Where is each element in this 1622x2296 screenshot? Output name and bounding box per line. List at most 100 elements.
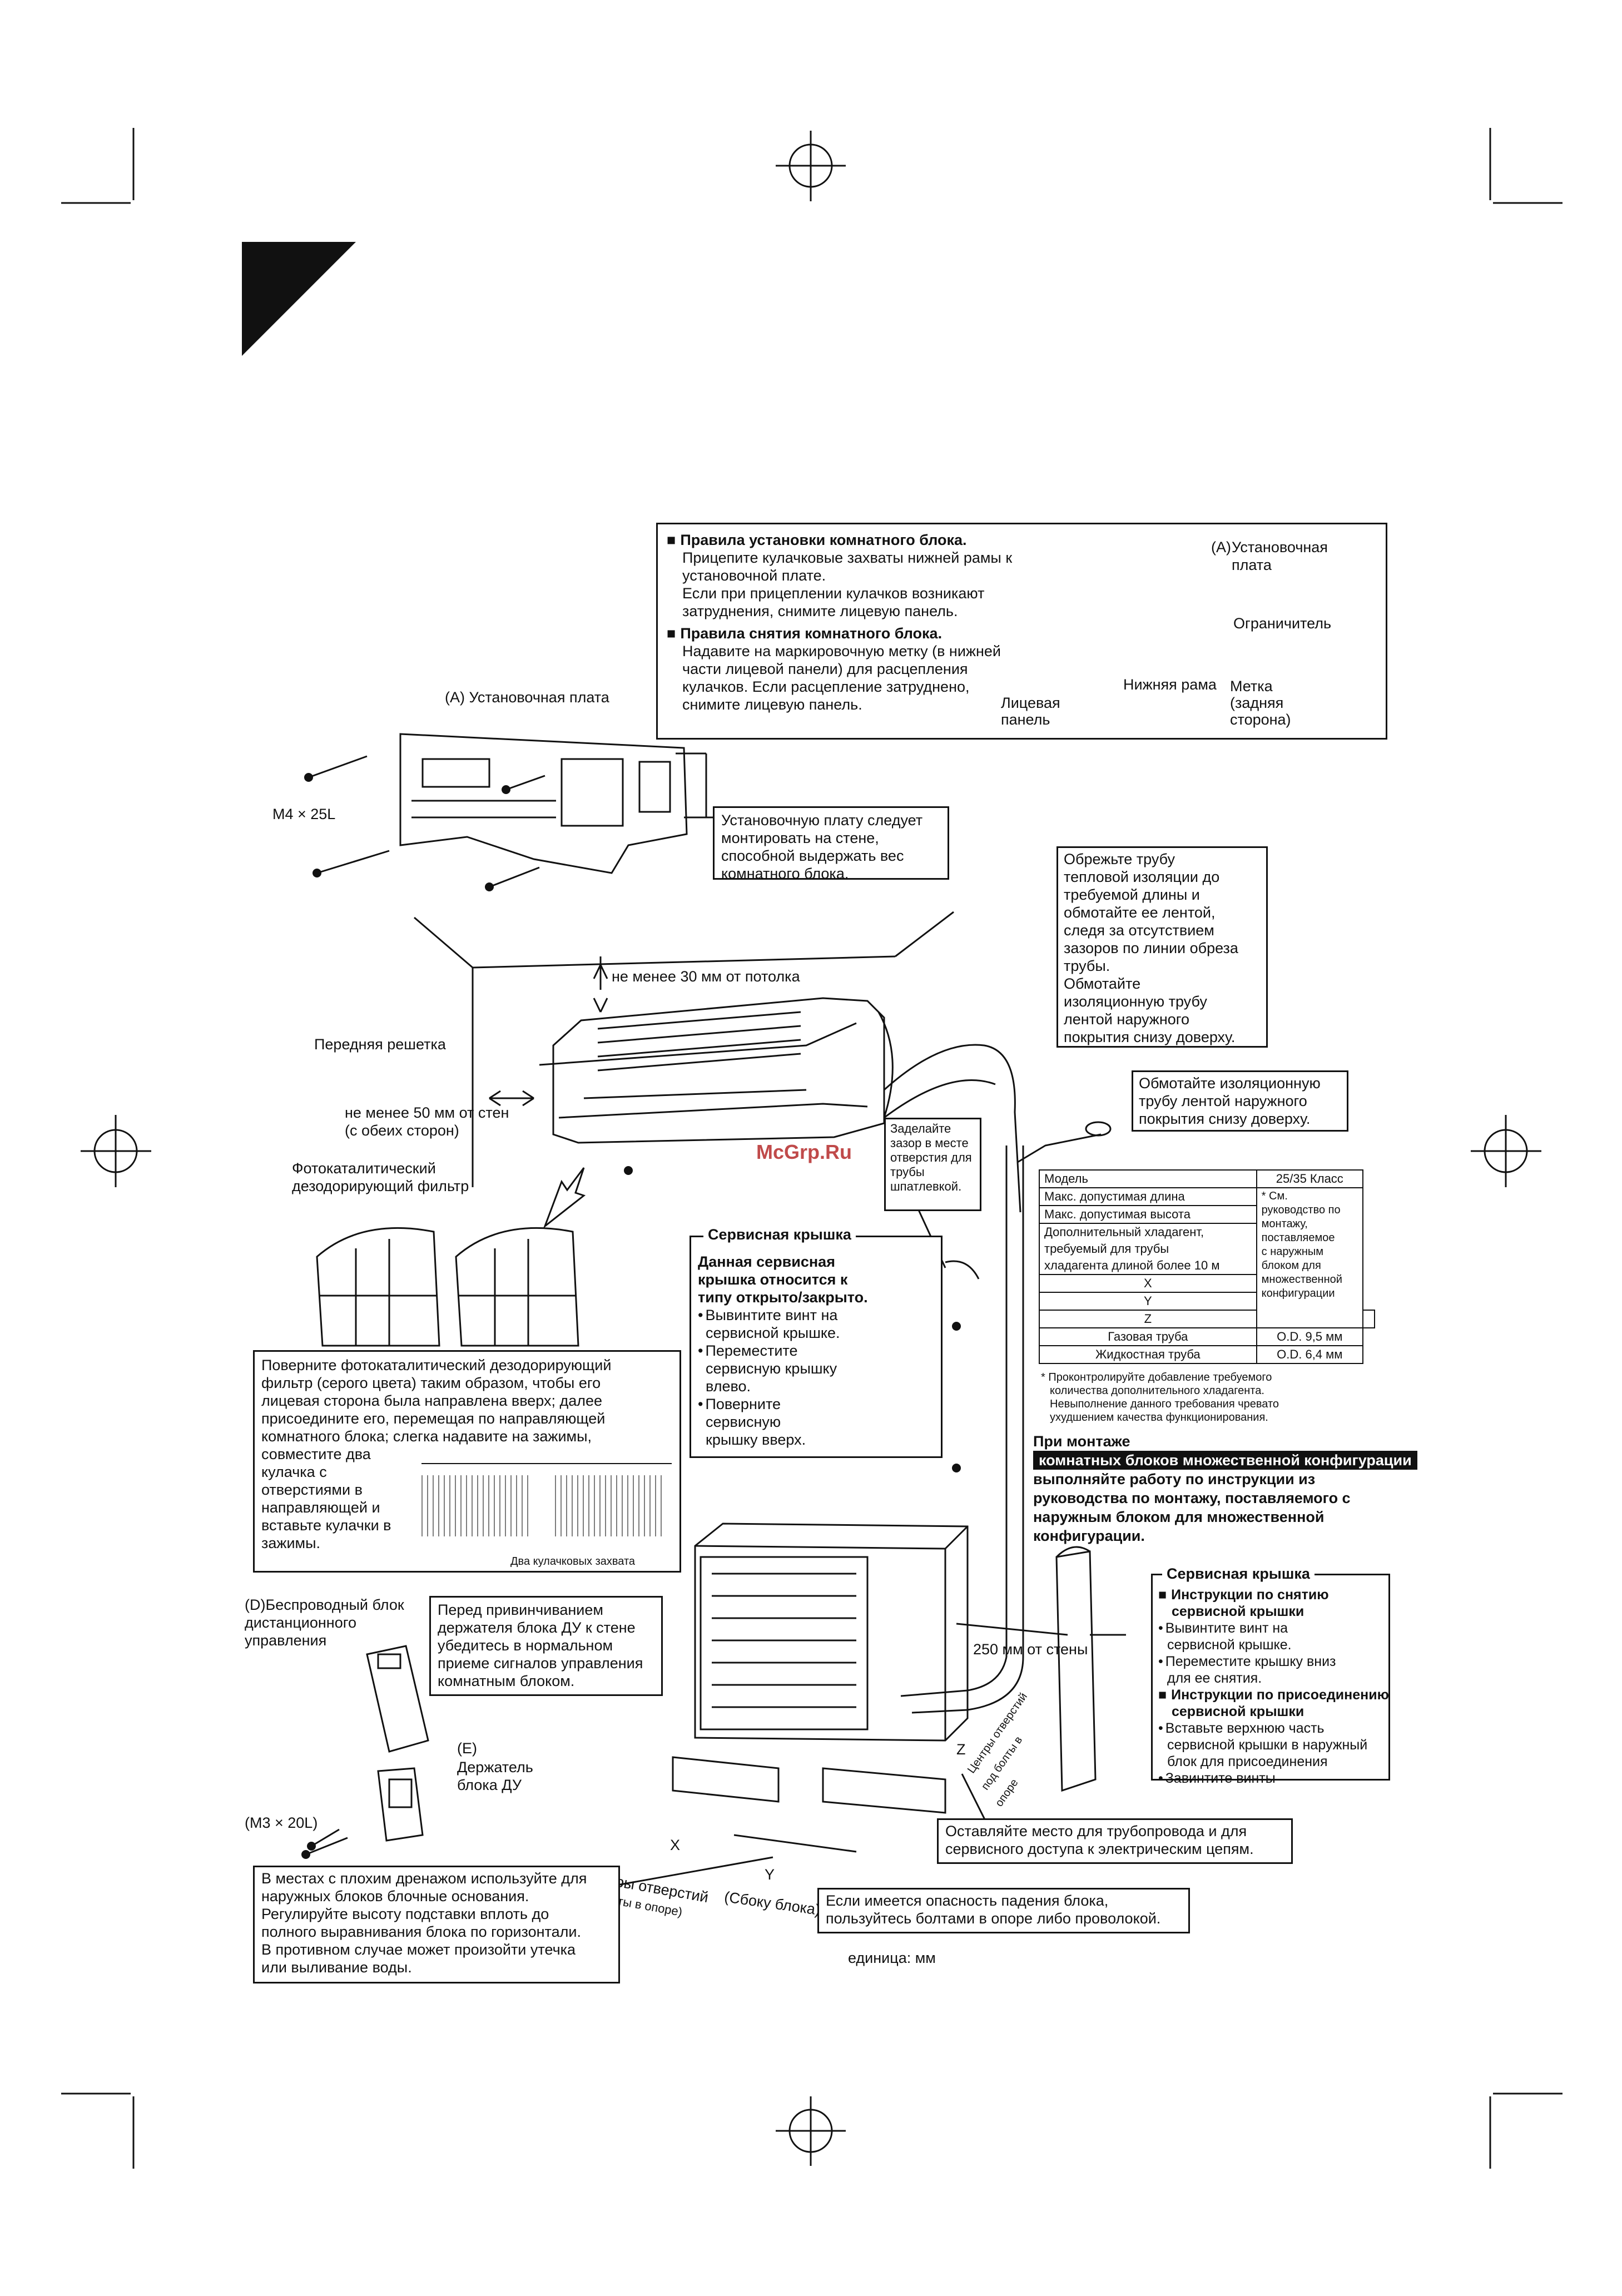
insulation-note-line: изоляционную трубу	[1064, 993, 1207, 1010]
putty-note-line: отверстия для	[890, 1151, 972, 1164]
remote-note-line: Перед привинчиванием	[438, 1601, 603, 1618]
outdoor-service-cover-title: Сервисная крышка	[1162, 1565, 1315, 1583]
drain-note-line: полного выравнивания блока по горизонтал…	[261, 1923, 581, 1940]
two-hooks-label: Два кулачковых захвата	[510, 1555, 636, 1568]
insulation-note-line: тепловой изоляции до	[1064, 869, 1220, 885]
cover-attach-title: сервисной крышки	[1172, 1704, 1304, 1719]
fall-note-line: пользуйтесь болтами в опоре либо проволо…	[826, 1910, 1161, 1927]
spec-value: O.D. 6,4 мм	[1256, 1345, 1363, 1364]
remote-note-line: держателя блока ДУ к стене	[438, 1619, 636, 1636]
mark-label-2: (задняя	[1230, 695, 1284, 711]
remote-label-2: дистанционного	[245, 1614, 356, 1631]
spec-label: Дополнительный хладагент,	[1039, 1223, 1257, 1241]
bottom-frame-label: Нижняя рама	[1123, 676, 1217, 693]
install-rules-box: Правила установки комнатного блока. Приц…	[656, 523, 1387, 740]
filter-note-line: лицевая сторона была направлена вверх; д…	[261, 1392, 603, 1409]
front-panel-label-2: панель	[1001, 711, 1050, 728]
install-rule-line: Если при прицеплении кулачков возникают	[682, 585, 985, 602]
spec-label: Макс. допустимая высота	[1039, 1205, 1257, 1224]
piping-drawing	[883, 1044, 1112, 1714]
remote-holder-label-2: блока ДУ	[457, 1777, 522, 1793]
insulation-note-line: требуемой длины и	[1064, 886, 1200, 903]
multi-config-highlight: комнатных блоков множественной конфигура…	[1033, 1451, 1417, 1470]
filter-note-line: направляющей и	[261, 1499, 380, 1516]
spec-footnote: * Проконтролируйте добавление требуемого…	[1041, 1371, 1279, 1424]
wall-gap-label: не менее 50 мм от стен	[345, 1104, 509, 1121]
insulation-note-line: лентой наружного	[1064, 1011, 1190, 1028]
wrap-note-line: Обмотайте изоляционную	[1139, 1075, 1321, 1092]
crop-marks	[61, 128, 1563, 2169]
spec-label: Y	[1039, 1292, 1257, 1311]
table-row: Z	[1039, 1310, 1376, 1328]
space-note-box: Оставляйте место для трубопровода и для …	[937, 1818, 1293, 1864]
install-rule-line: установочной плате.	[682, 567, 826, 584]
drain-note-box: В местах с плохим дренажом используйте д…	[253, 1866, 620, 1983]
remote-note-box: Перед привинчиванием держателя блока ДУ …	[429, 1596, 663, 1696]
insulation-note-line: зазоров по линии обреза	[1064, 940, 1238, 956]
removal-rule-line: Надавите на маркировочную метку (в нижне…	[682, 643, 1001, 659]
spec-value: O.D. 9,5 мм	[1256, 1327, 1363, 1346]
table-row: Y	[1039, 1292, 1375, 1311]
insulation-note-line: трубы.	[1064, 958, 1110, 974]
filter-note-line: отверстиями в	[261, 1481, 363, 1498]
service-cover-heading: Данная сервисная	[698, 1253, 835, 1270]
mounting-plate-fig-label: Установочная	[1232, 539, 1328, 556]
service-cover-step: крышку вверх.	[706, 1431, 806, 1448]
space-note-line: Оставляйте место для трубопровода и для	[945, 1823, 1247, 1839]
filter-note-line: комнатного блока; слегка надавите на заж…	[261, 1428, 592, 1445]
install-rule-title: Правила установки комнатного блока.	[667, 531, 1377, 549]
removal-rule-title: Правила снятия комнатного блока.	[667, 624, 1377, 642]
drain-note-line: или выливание воды.	[261, 1959, 412, 1976]
plate-note-box: Установочную плату следует монтировать н…	[713, 806, 949, 882]
spec-label: хладагента длиной более 10 м	[1039, 1257, 1257, 1275]
table-row: Макс. допустимая высота	[1039, 1205, 1375, 1224]
screw-m4-label: M4 × 25L	[272, 806, 336, 822]
putty-note-line: Заделайте	[890, 1122, 951, 1135]
removal-rule-line: снимите лицевую панель.	[682, 696, 862, 713]
plate-note-line: Установочную плату следует	[721, 812, 923, 829]
service-cover-step: влево.	[706, 1378, 751, 1395]
gap-250-label: 250 мм от стены	[973, 1641, 1088, 1658]
wall-gap-label-2: (с обеих сторон)	[345, 1122, 459, 1139]
filter-note-line: Поверните фотокаталитический дезодорирую…	[261, 1357, 612, 1373]
multi-config-line: выполняйте работу по инструкции из	[1033, 1471, 1316, 1487]
spec-label: Жидкостная труба	[1039, 1345, 1257, 1364]
putty-note-line: трубы	[890, 1165, 925, 1179]
unit-label: единица: мм	[848, 1950, 936, 1966]
cover-attach-step: Вставьте верхнюю часть	[1158, 1720, 1383, 1737]
fall-note-box: Если имеется опасность падения блока, по…	[817, 1888, 1190, 1933]
service-cover-box: Данная сервисная крышка относится к типу…	[690, 1236, 943, 1458]
service-cover-heading: типу открыто/закрыто.	[698, 1289, 868, 1306]
screw-m3-label: (M3 × 20L)	[245, 1814, 318, 1831]
cover-removal-title: Инструкции по снятию	[1158, 1586, 1383, 1603]
mark-label: Метка	[1230, 678, 1273, 695]
insulation-note-line: покрытия снизу доверху.	[1064, 1029, 1236, 1045]
multi-config-line: наружным блоком для множественной	[1033, 1509, 1325, 1525]
fall-note-line: Если имеется опасность падения блока,	[826, 1892, 1109, 1909]
filter-label: Фотокаталитический	[292, 1160, 436, 1177]
table-row: Макс. допустимая длина * См. руководство…	[1039, 1187, 1375, 1328]
spec-label: требуемый для трубы	[1039, 1241, 1257, 1257]
insulation-note-box: Обрежьте трубу тепловой изоляции до треб…	[1056, 846, 1268, 1048]
mounting-plate-label: (A) Установочная плата	[445, 689, 609, 706]
cover-attach-step: сервисной крышки в наружный	[1167, 1737, 1368, 1753]
service-cover-heading: крышка относится к	[698, 1271, 848, 1288]
plate-note-line: способной выдержать вес	[721, 847, 904, 864]
multi-config-line: конфигурации.	[1033, 1528, 1145, 1544]
filter-drawings	[316, 1167, 586, 1347]
cover-removal-step: для ее снятия.	[1167, 1670, 1262, 1686]
drain-note-line: наружных блоков блочные основания.	[261, 1888, 529, 1905]
filter-note-line: присоедините его, перемещая по направляю…	[261, 1410, 606, 1427]
spec-label: Макс. допустимая длина	[1039, 1187, 1257, 1206]
wrap-note-line: покрытия снизу доверху.	[1139, 1110, 1311, 1127]
install-rule-line: затруднения, снимите лицевую панель.	[682, 603, 958, 619]
filter-note-line: фильтр (серого цвета) таким образом, что…	[261, 1375, 601, 1391]
spec-value: 25/35 Класс	[1256, 1169, 1363, 1188]
cover-attach-title: Инструкции по присоединению	[1158, 1687, 1389, 1703]
cover-removal-step: сервисной крышке.	[1167, 1637, 1292, 1653]
insulation-note-line: обмотайте ее лентой,	[1064, 904, 1216, 921]
service-cover-step: Переместите	[698, 1342, 934, 1360]
